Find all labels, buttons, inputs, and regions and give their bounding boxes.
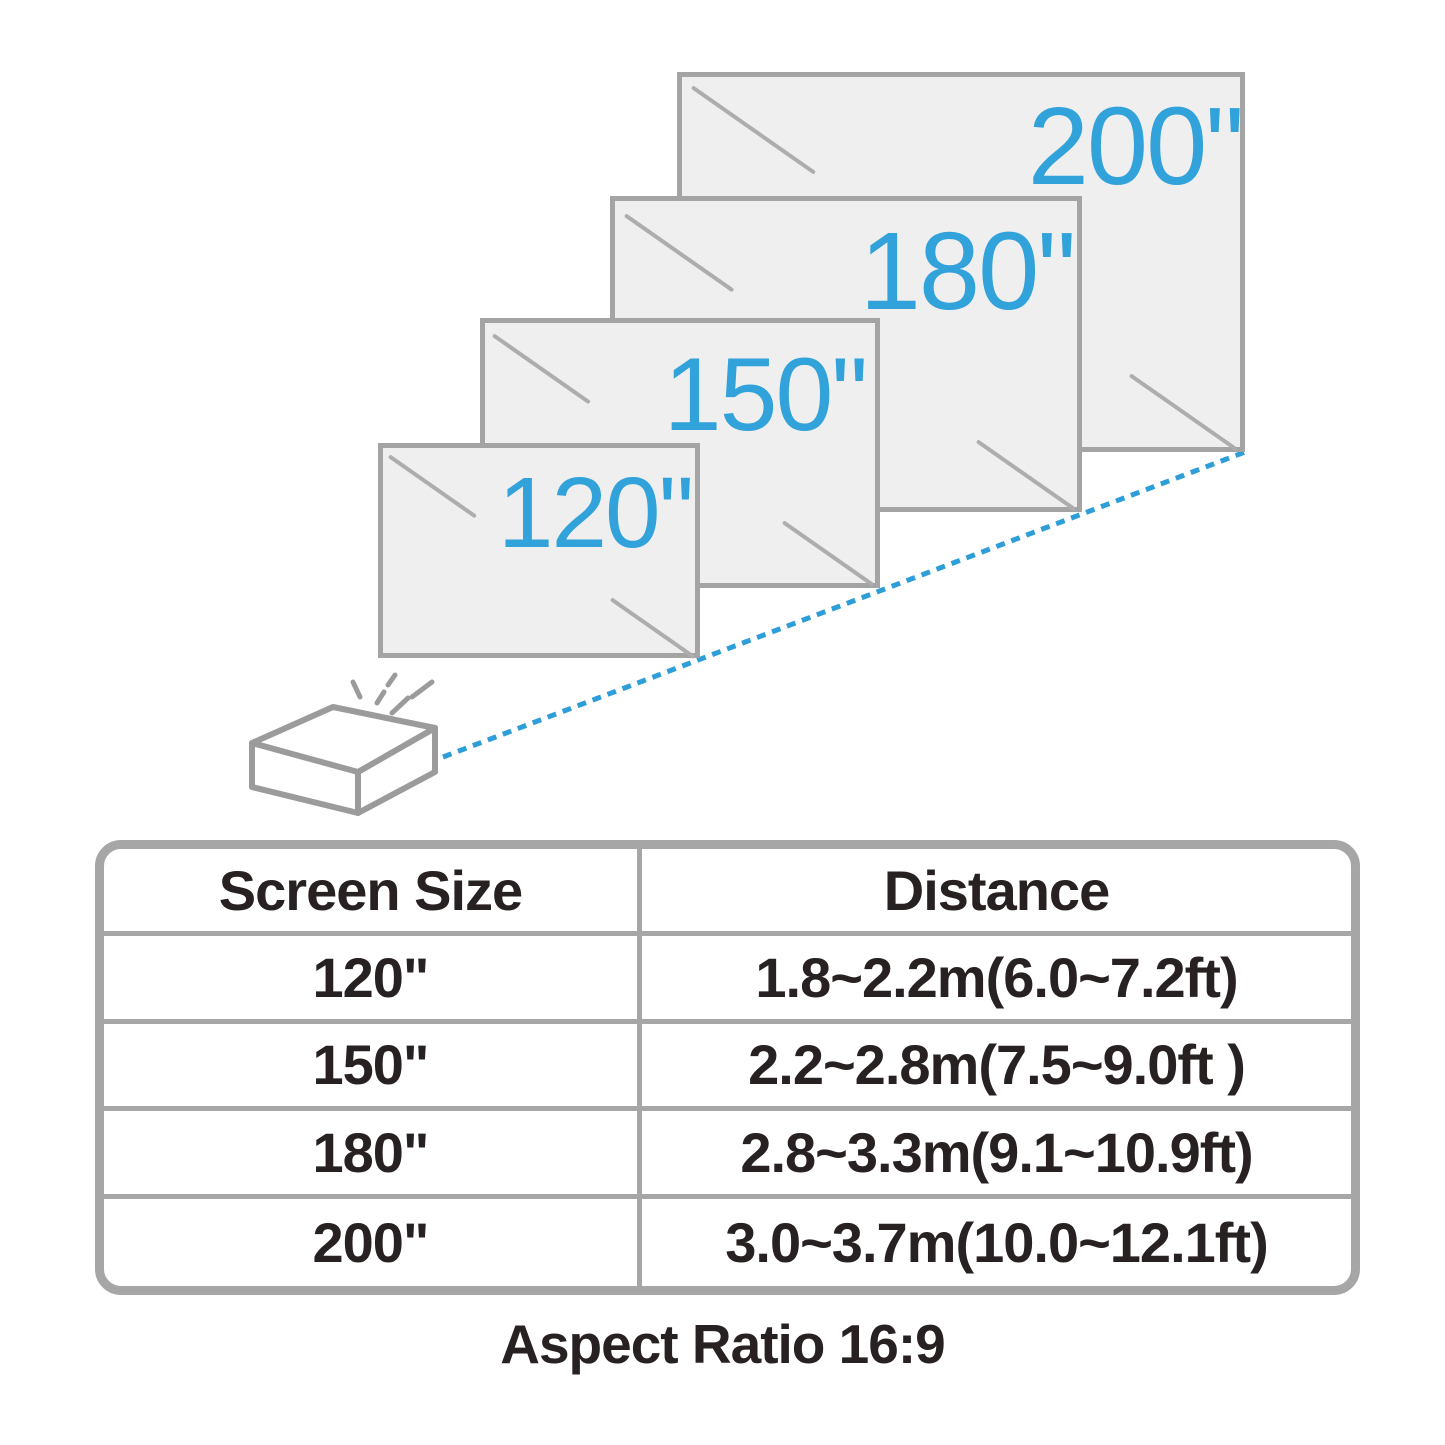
screen-size-label: 150"	[663, 337, 868, 453]
table-cell-size-120: 120"	[104, 936, 642, 1024]
screen-glare-icon	[387, 454, 477, 519]
table-cell-size-180: 180"	[104, 1111, 642, 1199]
table-cell-distance-180: 2.8~3.3m(9.1~10.9ft)	[642, 1111, 1351, 1199]
screen-glare-icon	[781, 520, 875, 587]
screen-distance-table: Screen Size Distance 120" 1.8~2.2m(6.0~7…	[95, 840, 1360, 1295]
screen-size-label: 180"	[859, 210, 1077, 333]
table-header-distance: Distance	[642, 849, 1351, 937]
screen-120: 120"	[378, 443, 700, 660]
table-cell-size-150: 150"	[104, 1023, 642, 1112]
table-cell-size-200: 200"	[104, 1198, 642, 1286]
projector-light-rays-icon	[350, 672, 435, 716]
table-cell-distance-200: 3.0~3.7m(10.0~12.1ft)	[725, 1210, 1268, 1274]
table-cell-distance-120: 1.8~2.2m(6.0~7.2ft)	[642, 936, 1351, 1024]
screen-glare-icon	[1128, 373, 1238, 452]
screen-size-label: 200"	[1027, 85, 1245, 208]
screen-glare-icon	[623, 213, 735, 293]
screen-glare-icon	[609, 597, 696, 660]
screen-glare-icon	[975, 439, 1077, 512]
screen-glare-icon	[690, 85, 817, 175]
screen-size-label: 120"	[497, 457, 694, 569]
aspect-ratio-caption: Aspect Ratio 16:9	[500, 1313, 946, 1375]
table-cell-distance-150: 2.2~2.8m(7.5~9.0ft )	[642, 1024, 1351, 1112]
table-header-screen-size: Screen Size	[104, 849, 642, 937]
projector-icon	[249, 704, 438, 816]
screen-glare-icon	[491, 333, 591, 405]
